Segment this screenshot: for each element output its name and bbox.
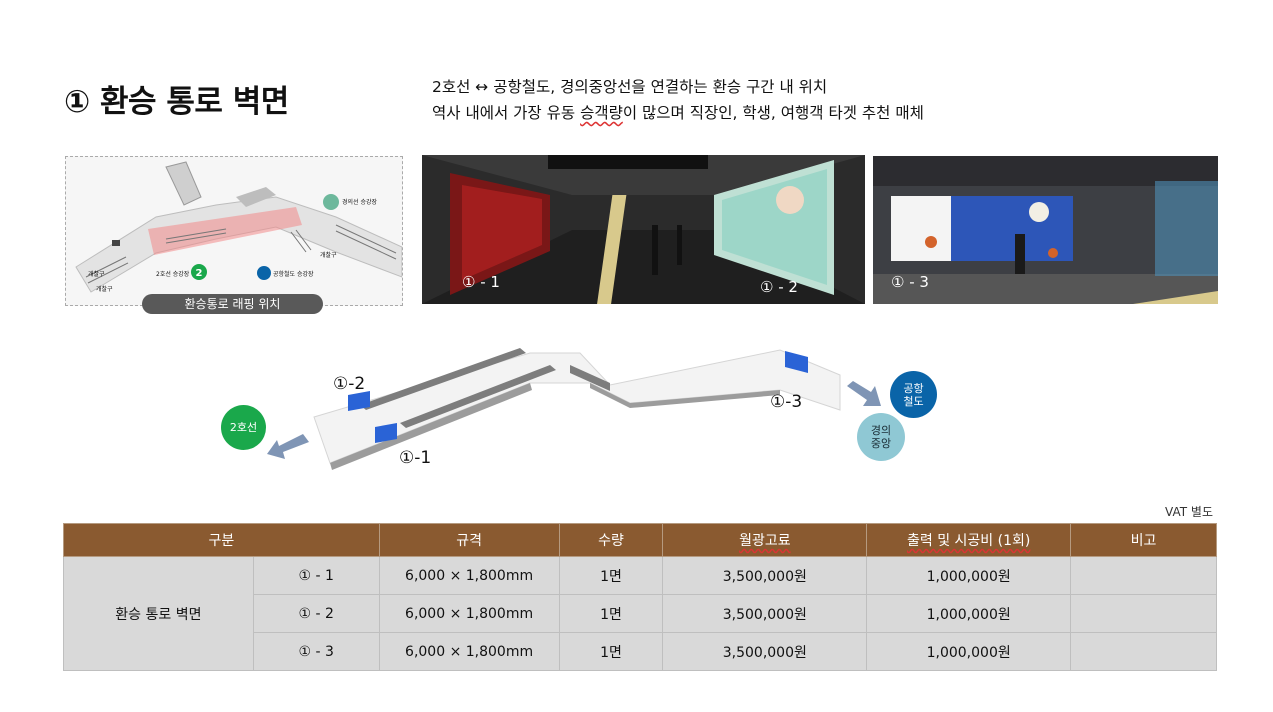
row-production: 1,000,000원 [866,556,1072,595]
description: 2호선 ↔ 공항철도, 경의중앙선을 연결하는 환승 구간 내 위치 역사 내에… [432,74,924,126]
map-label-gate-a: 개찰구 [88,271,105,278]
description-line-1: 2호선 ↔ 공항철도, 경의중앙선을 연결하는 환승 구간 내 위치 [432,78,828,96]
table-row: ① - 3 6,000 × 1,800mm 1면 3,500,000원 1,00… [64,632,1217,671]
price-table: 구분 규격 수량 월광고료 출력 및 시공비 (1회) 비고 환승 통로 벽면 … [63,523,1217,671]
gyeongui-circle: 경의 중앙 [857,413,905,461]
row-spec: 6,000 × 1,800mm [378,632,560,671]
header-production: 출력 및 시공비 (1회) [866,523,1072,557]
row-monthly: 3,500,000원 [662,594,868,633]
line2-marker-icon [191,264,207,280]
page-title: ① 환승 통로 벽면 [64,84,289,120]
arrow-right-icon [847,381,881,406]
header-monthly: 월광고료 [662,523,868,557]
row-note [1070,594,1217,633]
corridor-photo-2: ① - 3 [873,156,1218,304]
point-label-3: ①-3 [770,392,803,412]
map-label-gyeongui: 경의선 승강장 [342,199,378,206]
map-label-airport: 공항철도 승강장 [273,271,314,278]
row-monthly: 3,500,000원 [662,632,868,671]
airport-circle: 공항 철도 [890,371,937,418]
description-underlined-text: 승객량 [580,104,623,122]
corridor-photo-illustration [422,155,865,304]
corridor-photo-3-illustration [873,156,1218,304]
header-qty: 수량 [558,523,664,557]
row-qty: 1면 [558,556,664,595]
row-id: ① - 1 [252,556,380,595]
header-monthly-text: 월광고료 [739,533,791,549]
header-note: 비고 [1070,523,1217,557]
line2-circle: 2호선 [221,405,266,450]
ad-panel-1 [375,423,397,443]
map-label-gate-c: 개찰구 [320,252,337,259]
photo-caption-2: ① - 2 [760,278,798,296]
station-map: 2 2호선 승강장 공항철도 승강장 경의선 승강장 개찰구 개찰구 개찰구 [65,156,403,306]
table-row: ① - 2 6,000 × 1,800mm 1면 3,500,000원 1,00… [64,594,1217,633]
description-line-2: 역사 내에서 가장 유동 승객량이 많으며 직장인, 학생, 여행객 타겟 추천… [432,100,924,126]
row-monthly: 3,500,000원 [662,556,868,595]
map-label-line2: 2호선 승강장 [156,271,190,278]
row-note [1070,556,1217,595]
point-label-2: ①-2 [333,374,366,394]
map-location-label: 환승통로 래핑 위치 [142,294,323,314]
point-label-1: ①-1 [399,448,432,468]
svg-text:2: 2 [196,268,203,279]
group-label: 환승 통로 벽면 [63,556,254,671]
header-production-text: 출력 및 시공비 (1회) [907,533,1031,549]
corridor-diagram [300,335,860,475]
header-category: 구분 [63,523,380,557]
row-production: 1,000,000원 [866,632,1072,671]
row-id: ① - 2 [252,594,380,633]
table-header-row: 구분 규격 수량 월광고료 출력 및 시공비 (1회) 비고 [63,523,1217,557]
gyeongui-marker-icon [323,194,339,210]
ad-panel-2 [348,391,370,411]
row-spec: 6,000 × 1,800mm [378,594,560,633]
row-qty: 1면 [558,632,664,671]
description-text-tail: 이 많으며 직장인, 학생, 여행객 타겟 추천 매체 [622,104,924,122]
table-row: 환승 통로 벽면 ① - 1 6,000 × 1,800mm 1면 3,500,… [63,556,1217,671]
corridor-photo-1: ① - 1 ① - 2 [422,155,865,304]
description-text: 역사 내에서 가장 유동 [432,104,581,122]
row-production: 1,000,000원 [866,594,1072,633]
photo-caption-3: ① - 3 [891,273,929,291]
arrow-left-icon [267,434,309,459]
row-spec: 6,000 × 1,800mm [378,556,560,595]
row-note [1070,632,1217,671]
corridor-diagram-illustration [313,348,841,470]
photo-caption-1: ① - 1 [462,273,500,291]
row-qty: 1면 [558,594,664,633]
header-spec: 규격 [378,523,560,557]
row-id: ① - 3 [252,632,380,671]
vat-note: VAT 별도 [1165,505,1213,519]
station-map-illustration: 2 [75,161,402,293]
ad-panel-3 [785,351,808,373]
map-label-gate-b: 개찰구 [96,286,113,293]
airport-marker-icon [257,266,271,280]
